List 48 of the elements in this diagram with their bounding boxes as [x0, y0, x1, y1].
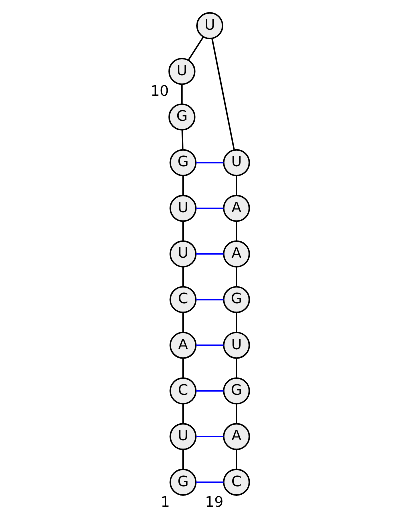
node-circle: A [223, 240, 250, 268]
node-circle: A [223, 423, 250, 450]
connector [181, 84, 183, 104]
connector [236, 312, 238, 333]
node-circle: A [170, 332, 197, 360]
connector [236, 358, 238, 378]
node-label: 10 [150, 84, 170, 100]
node-circle: U [170, 195, 197, 222]
node-circle: U [223, 149, 250, 176]
node-circle: G [170, 468, 197, 496]
connector [196, 299, 224, 301]
connector [236, 267, 238, 287]
node-circle: G [223, 286, 250, 314]
connector [236, 450, 238, 470]
connector [196, 208, 224, 210]
connector [196, 436, 224, 438]
connector [188, 36, 204, 61]
node-circle: U [168, 58, 196, 86]
connector [182, 450, 184, 470]
connector [182, 130, 184, 150]
connector [236, 222, 238, 242]
node-circle: C [223, 468, 250, 496]
node-circle: U [196, 12, 224, 40]
connector [182, 176, 184, 196]
connector [236, 176, 238, 196]
connector [196, 253, 224, 255]
node-circle: U [223, 332, 250, 360]
connector [182, 267, 184, 287]
node-circle: G [170, 149, 197, 176]
node-circle: U [170, 423, 197, 450]
connector [182, 222, 184, 242]
connector [196, 482, 224, 484]
node-circle: C [170, 378, 197, 405]
connector [182, 312, 184, 333]
node-circle: C [170, 286, 197, 314]
connector [182, 358, 184, 378]
connector [212, 38, 236, 150]
connector [182, 404, 184, 424]
connector [196, 390, 224, 392]
node-label: 19 [205, 494, 224, 511]
node-circle: G [168, 104, 196, 131]
node-circle: G [223, 378, 250, 405]
connector [236, 404, 238, 424]
node-label: 1 [160, 494, 170, 511]
connector [196, 162, 224, 164]
connector [196, 344, 224, 346]
node-circle: A [223, 195, 250, 222]
node-circle: U [170, 240, 197, 268]
